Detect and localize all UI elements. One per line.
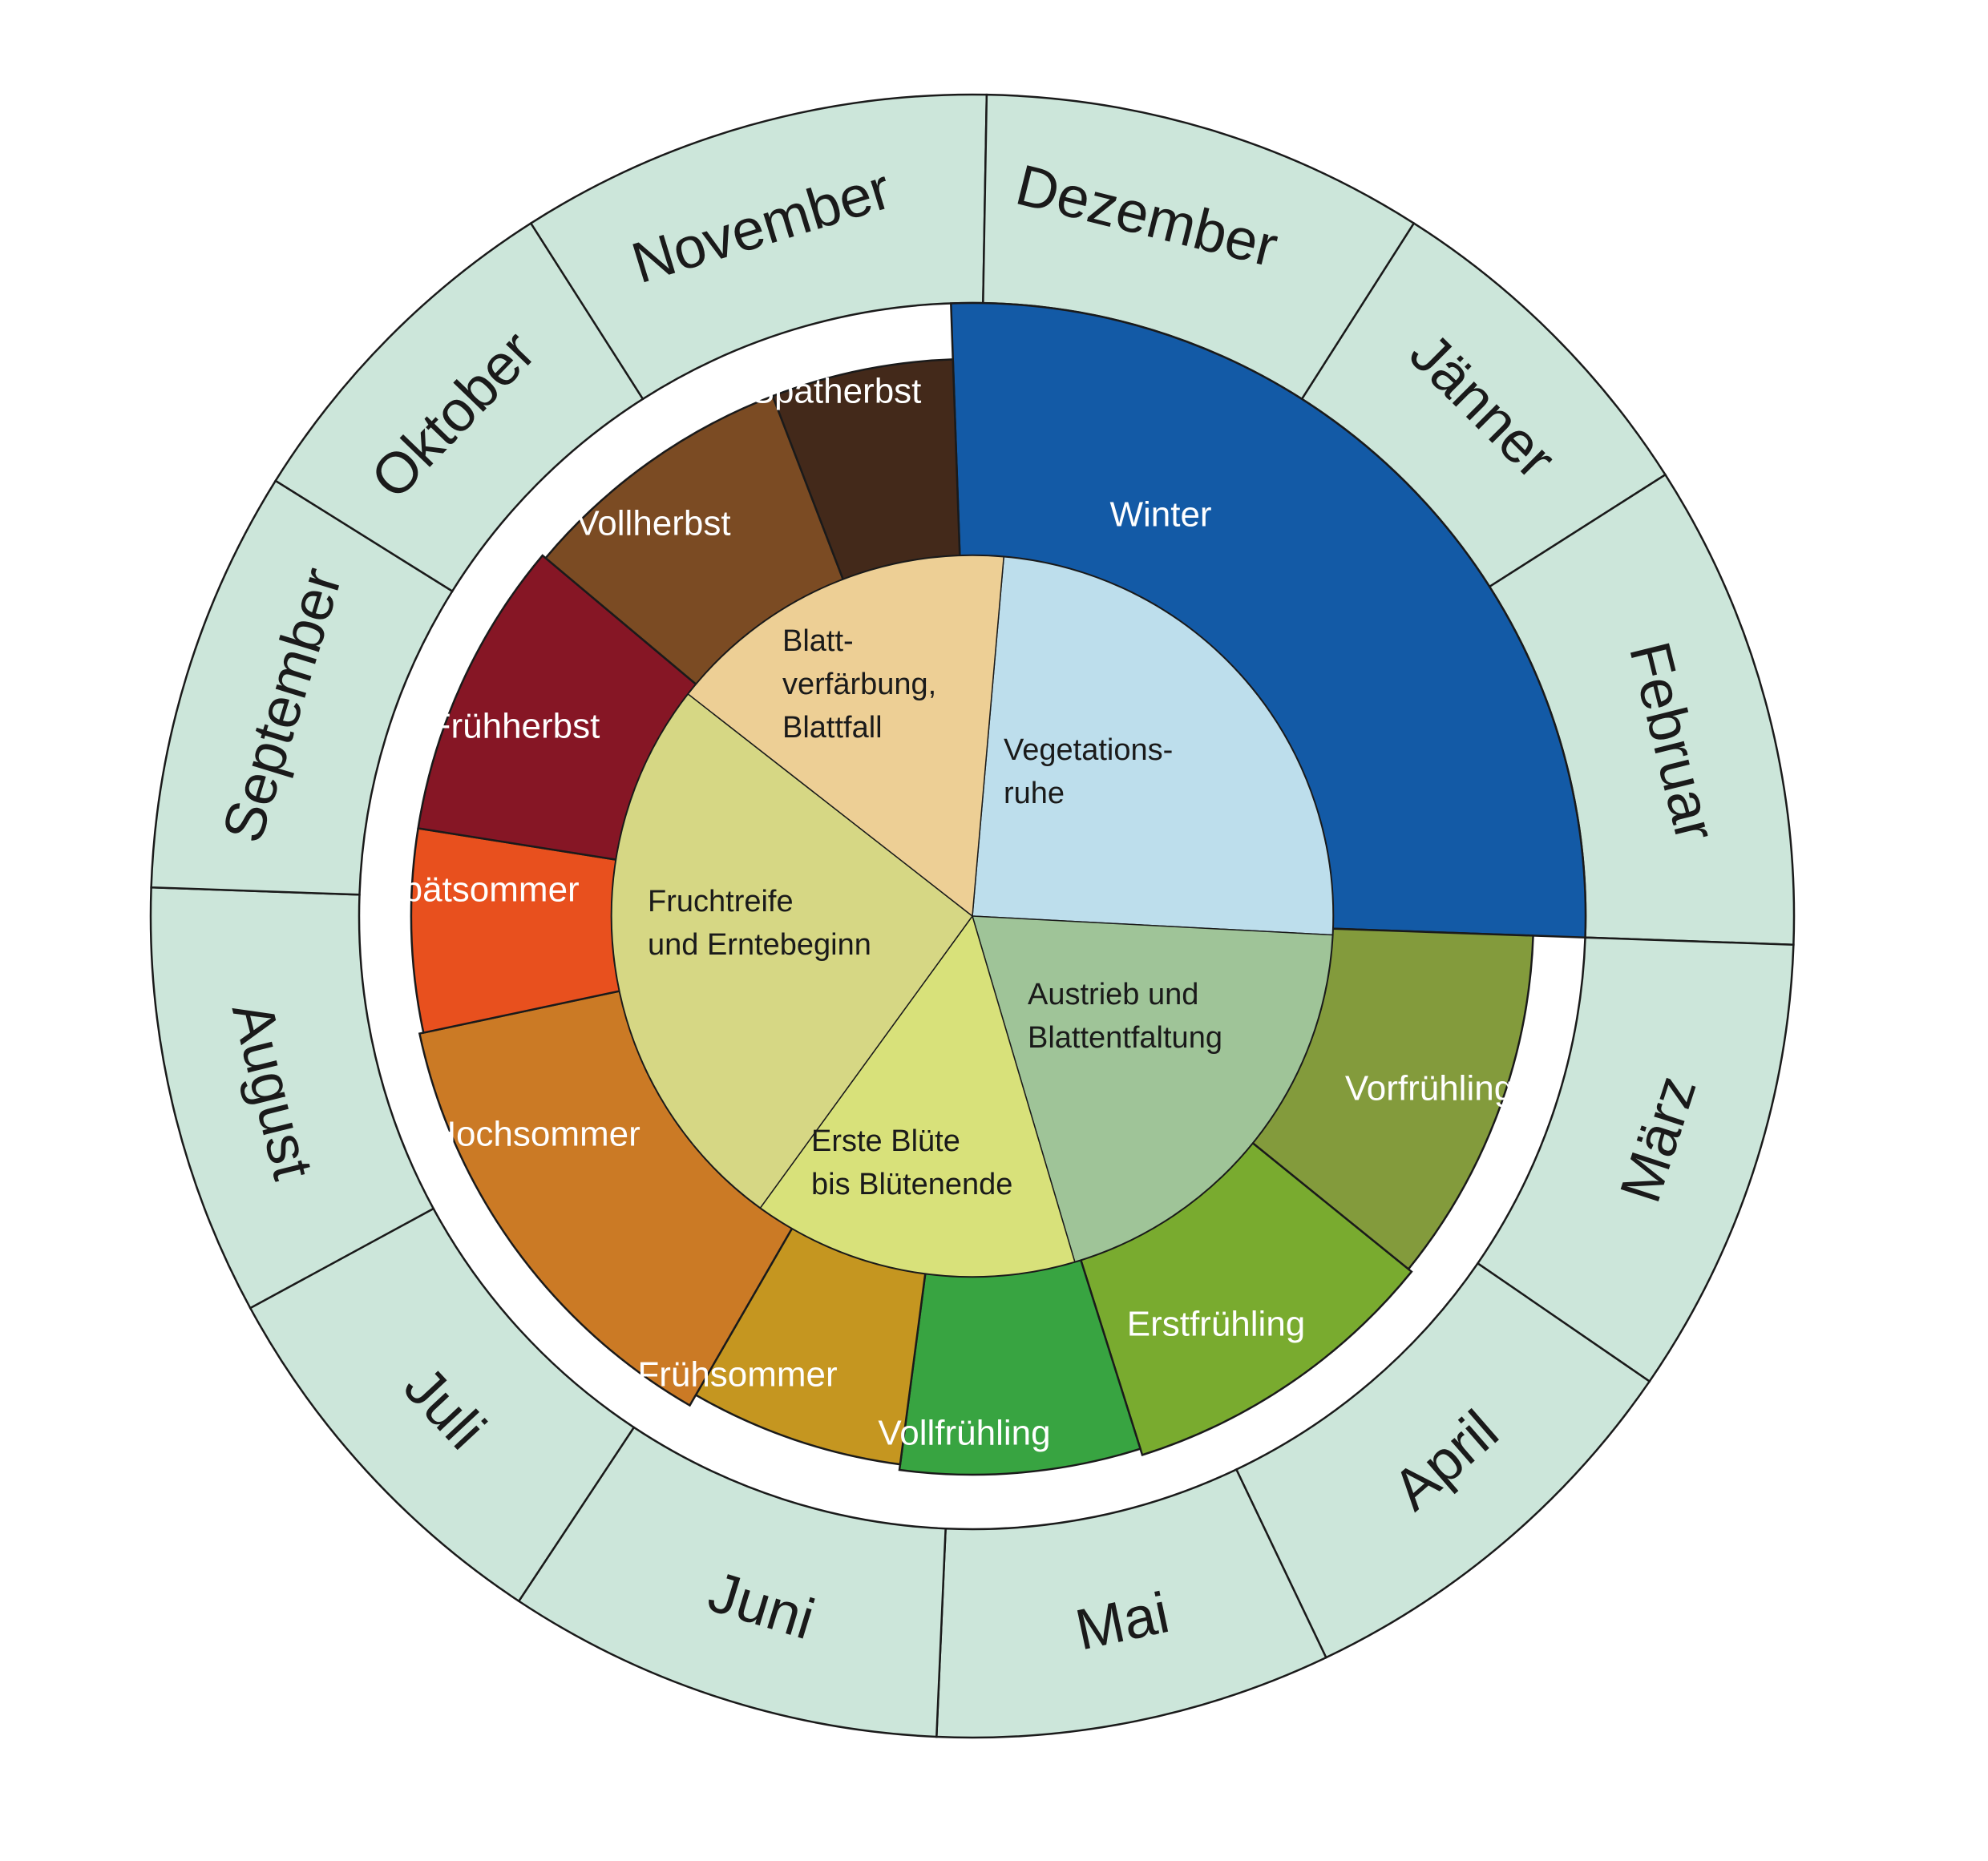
season-label: Winter [1109, 495, 1211, 535]
season-label: Vorfrühling [1345, 1069, 1513, 1108]
phase-sector [687, 555, 1005, 918]
phase-core [611, 555, 1334, 1278]
season-label: Spätherbst [751, 372, 922, 411]
phase-sector [759, 914, 1076, 1278]
month-ring [149, 93, 1796, 1739]
season-label: Hochsommer [430, 1115, 640, 1154]
season-label: Spätsommer [379, 870, 579, 910]
season-label: Vollherbst [576, 504, 730, 543]
season-label: Erstfrühling [1127, 1305, 1306, 1344]
phase-sector [971, 915, 1334, 1263]
season-label: Frühsommer [637, 1355, 837, 1395]
season-label: Frühherbst [430, 707, 600, 746]
season-label: Vollfrühling [878, 1414, 1050, 1453]
phase-sector [972, 555, 1334, 936]
phase-label: Blatt-verfärbung,Blattfall [782, 624, 936, 745]
season-ring [410, 301, 1587, 1476]
phase-label: Vegetations-ruhe [1004, 733, 1173, 810]
phase-sector [611, 692, 974, 1209]
